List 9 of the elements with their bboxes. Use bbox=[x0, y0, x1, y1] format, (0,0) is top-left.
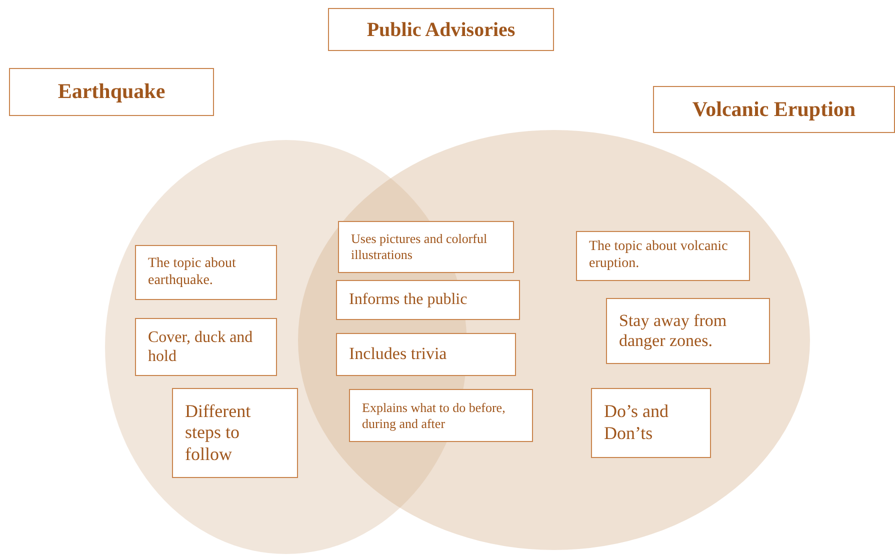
text-box: Stay away from danger zones. bbox=[606, 298, 770, 364]
heading-box: Earthquake bbox=[9, 68, 214, 116]
text-box: The topic about earthquake. bbox=[135, 245, 277, 300]
text-box: Do’s and Don’ts bbox=[591, 388, 711, 458]
text-box: Different steps to follow bbox=[172, 388, 298, 478]
heading-box: Public Advisories bbox=[328, 8, 554, 51]
text-box: Cover, duck and hold bbox=[135, 318, 277, 376]
heading-box: Volcanic Eruption bbox=[653, 86, 895, 133]
text-box: The topic about volcanic eruption. bbox=[576, 231, 750, 281]
